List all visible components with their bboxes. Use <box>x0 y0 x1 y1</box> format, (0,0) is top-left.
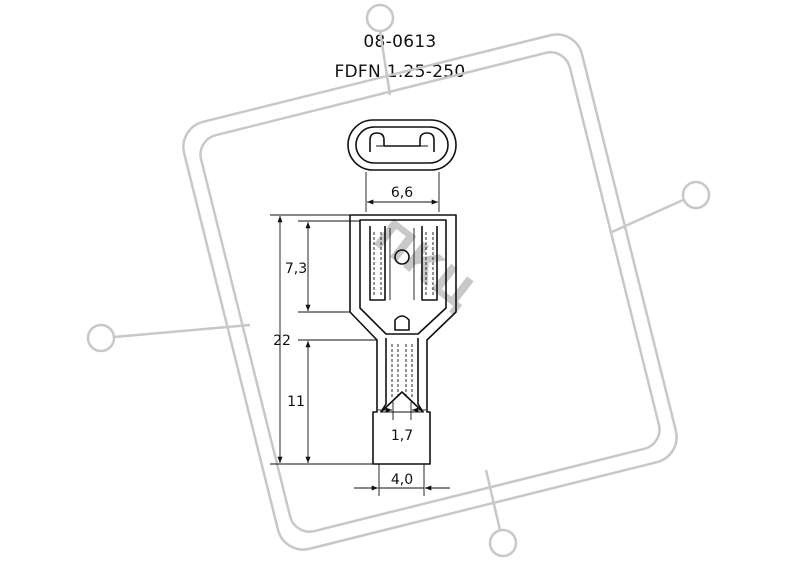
dimension-bottom-width: 4,0 <box>354 464 450 496</box>
watermark-node-left <box>86 323 116 353</box>
watermark-node-bottom <box>488 528 518 558</box>
dimension-inner-width: 1,7 <box>378 402 426 444</box>
label-inner-width: 1,7 <box>391 428 413 444</box>
top-view-inner <box>355 126 449 164</box>
receptacle-inner <box>359 219 447 335</box>
watermark-link-bottom <box>484 469 502 531</box>
contact-right-hatch <box>425 232 434 296</box>
watermark-link-top <box>378 30 392 96</box>
terminal-side-view <box>349 214 457 465</box>
dimension-upper-height: 7,3 <box>285 220 360 313</box>
watermark-node-top <box>365 3 395 33</box>
top-view-contact <box>369 132 435 152</box>
wire-entry-cone <box>380 391 424 413</box>
dimension-top-width: 6,6 <box>365 172 440 212</box>
contact-right <box>421 226 438 301</box>
contact-left-hatch <box>373 232 382 296</box>
top-view-outer <box>347 119 457 171</box>
terminal-top-view <box>347 119 457 171</box>
label-total-height: 22 <box>273 333 291 349</box>
barrel-walls <box>380 338 424 413</box>
locking-tab <box>394 315 410 331</box>
watermark-node-right <box>681 180 711 210</box>
contact-dimple <box>394 249 410 265</box>
dimension-lower-height: 11 <box>287 339 377 463</box>
watermark-link-right <box>611 198 684 234</box>
watermark-link-left <box>113 323 251 339</box>
watermark-inner-frame <box>199 51 661 533</box>
contact-left <box>369 226 386 301</box>
label-top-width: 6,6 <box>391 185 413 201</box>
watermark-frame <box>182 33 678 551</box>
dimension-total-height: 22 <box>270 214 373 465</box>
label-lower-height: 11 <box>287 394 305 410</box>
label-bottom-width: 4,0 <box>391 472 413 488</box>
watermark-text: ПКЦ <box>364 210 485 320</box>
barrel-hatch <box>391 344 413 398</box>
label-upper-height: 7,3 <box>285 261 307 277</box>
